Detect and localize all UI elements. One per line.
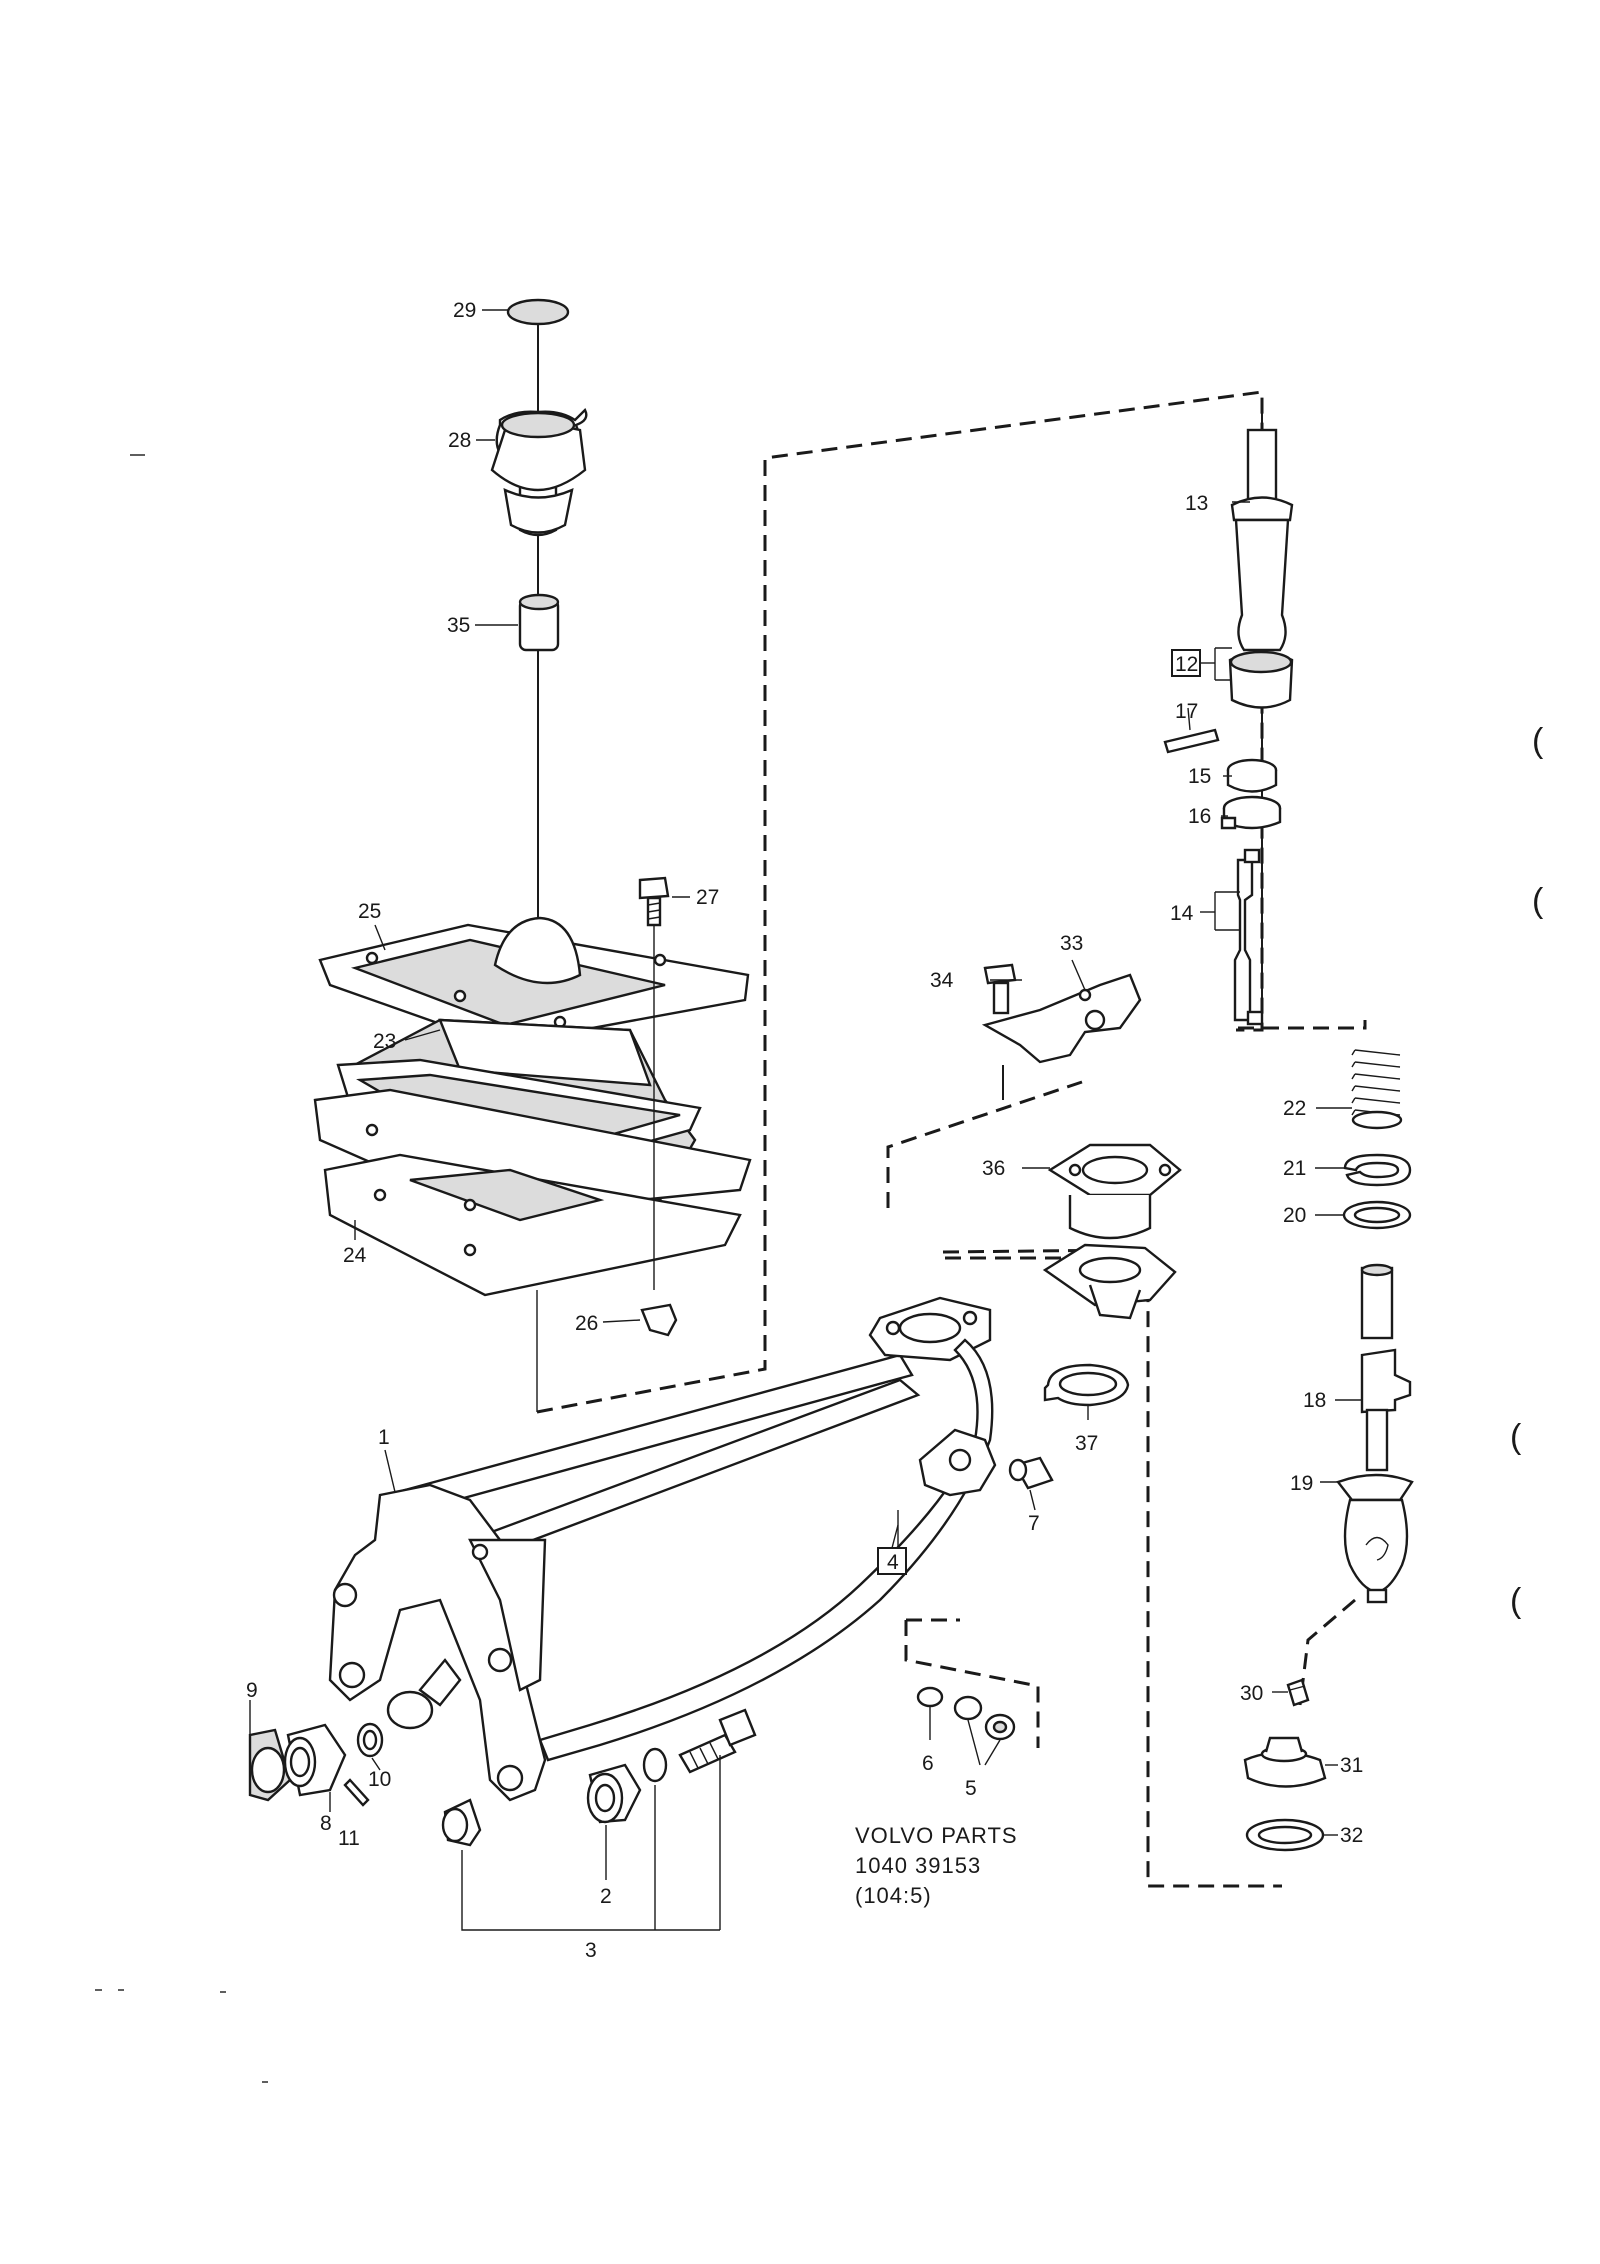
knob-assembly xyxy=(490,298,588,940)
callout-7: 7 xyxy=(1028,1512,1040,1535)
pin-17 xyxy=(1163,728,1220,754)
callout-21: 21 xyxy=(1283,1157,1306,1180)
part-number-caption: VOLVO PARTS 1040 39153 (104:5) xyxy=(855,1823,1018,1908)
margin-mark: ( xyxy=(1532,722,1544,760)
margin-marks: ( ( ( ( xyxy=(1510,722,1544,1620)
callout-16: 16 xyxy=(1188,805,1211,828)
grease-nipple-30 xyxy=(1286,1678,1310,1707)
callout-19: 19 xyxy=(1290,1472,1313,1495)
callout-25: 25 xyxy=(358,900,381,923)
callout-34: 34 xyxy=(930,969,954,992)
callout-box-12 xyxy=(1171,649,1201,677)
callout-15: 15 xyxy=(1188,765,1211,788)
callout-23: 23 xyxy=(373,1030,396,1053)
callout-24: 24 xyxy=(343,1244,367,1267)
callout-26: 26 xyxy=(575,1312,598,1335)
leader-lines xyxy=(249,309,1362,1836)
callout-3: 3 xyxy=(585,1939,597,1962)
callout-17: 17 xyxy=(1175,700,1198,723)
callout-20: 20 xyxy=(1283,1204,1306,1227)
callout-2: 2 xyxy=(600,1885,612,1908)
lever-13 xyxy=(1246,428,1278,502)
callout-5: 5 xyxy=(965,1777,977,1800)
main-frame xyxy=(328,1296,1054,1802)
caption-ref: (104:5) xyxy=(855,1883,932,1908)
bracket-assembly xyxy=(981,963,1182,1407)
callout-9: 9 xyxy=(246,1679,258,1702)
clip-26 xyxy=(640,1303,678,1337)
callout-10: 10 xyxy=(368,1768,391,1791)
ball-joint-19 xyxy=(1336,1473,1414,1502)
caption-number: 1040 39153 xyxy=(855,1853,981,1878)
callout-labels: 29 28 35 27 25 23 24 26 13 12 17 15 16 1… xyxy=(246,299,1363,1962)
callout-11: 11 xyxy=(338,1827,360,1850)
callout-27: 27 xyxy=(696,886,719,909)
washer-6 xyxy=(916,1686,944,1708)
callout-6: 6 xyxy=(922,1752,934,1775)
callout-14: 14 xyxy=(1170,902,1194,925)
washer-set xyxy=(897,1510,1016,1766)
callout-8: 8 xyxy=(320,1812,332,1835)
link-14 xyxy=(1233,858,1254,1022)
callout-28: 28 xyxy=(448,429,471,452)
base-plate-24 xyxy=(323,1153,742,1297)
caption-brand: VOLVO PARTS xyxy=(855,1823,1018,1848)
scan-specks xyxy=(95,454,268,2083)
bolt-kit xyxy=(441,1708,757,1931)
pivot-parts xyxy=(248,1722,384,1807)
lever-column xyxy=(1163,410,1414,1852)
margin-mark: ( xyxy=(1510,1582,1522,1620)
bush-5 xyxy=(953,1695,983,1721)
cap-29 xyxy=(506,298,570,326)
shaft-18 xyxy=(1360,1266,1394,1340)
callout-12: 12 xyxy=(1175,653,1198,676)
callout-33: 33 xyxy=(1060,932,1083,955)
boot-assembly xyxy=(313,876,752,1337)
callout-30: 30 xyxy=(1240,1682,1263,1705)
margin-mark: ( xyxy=(1510,1418,1522,1456)
callout-31: 31 xyxy=(1340,1754,1363,1777)
callout-18: 18 xyxy=(1303,1389,1326,1412)
pin-11 xyxy=(343,1778,370,1807)
callout-36: 36 xyxy=(982,1157,1005,1180)
bolt-3 xyxy=(678,1733,737,1774)
callout-35: 35 xyxy=(447,614,470,637)
callout-22: 22 xyxy=(1283,1097,1306,1120)
circlip-21 xyxy=(1343,1153,1412,1187)
callout-37: 37 xyxy=(1075,1432,1098,1455)
callout-32: 32 xyxy=(1340,1824,1363,1847)
bolt-27 xyxy=(638,876,670,900)
callout-13: 13 xyxy=(1185,492,1208,515)
callout-4: 4 xyxy=(887,1551,899,1574)
spring-22 xyxy=(1351,1049,1403,1130)
callout-1: 1 xyxy=(378,1426,390,1449)
callout-29: 29 xyxy=(453,299,476,322)
margin-mark: ( xyxy=(1532,882,1544,920)
